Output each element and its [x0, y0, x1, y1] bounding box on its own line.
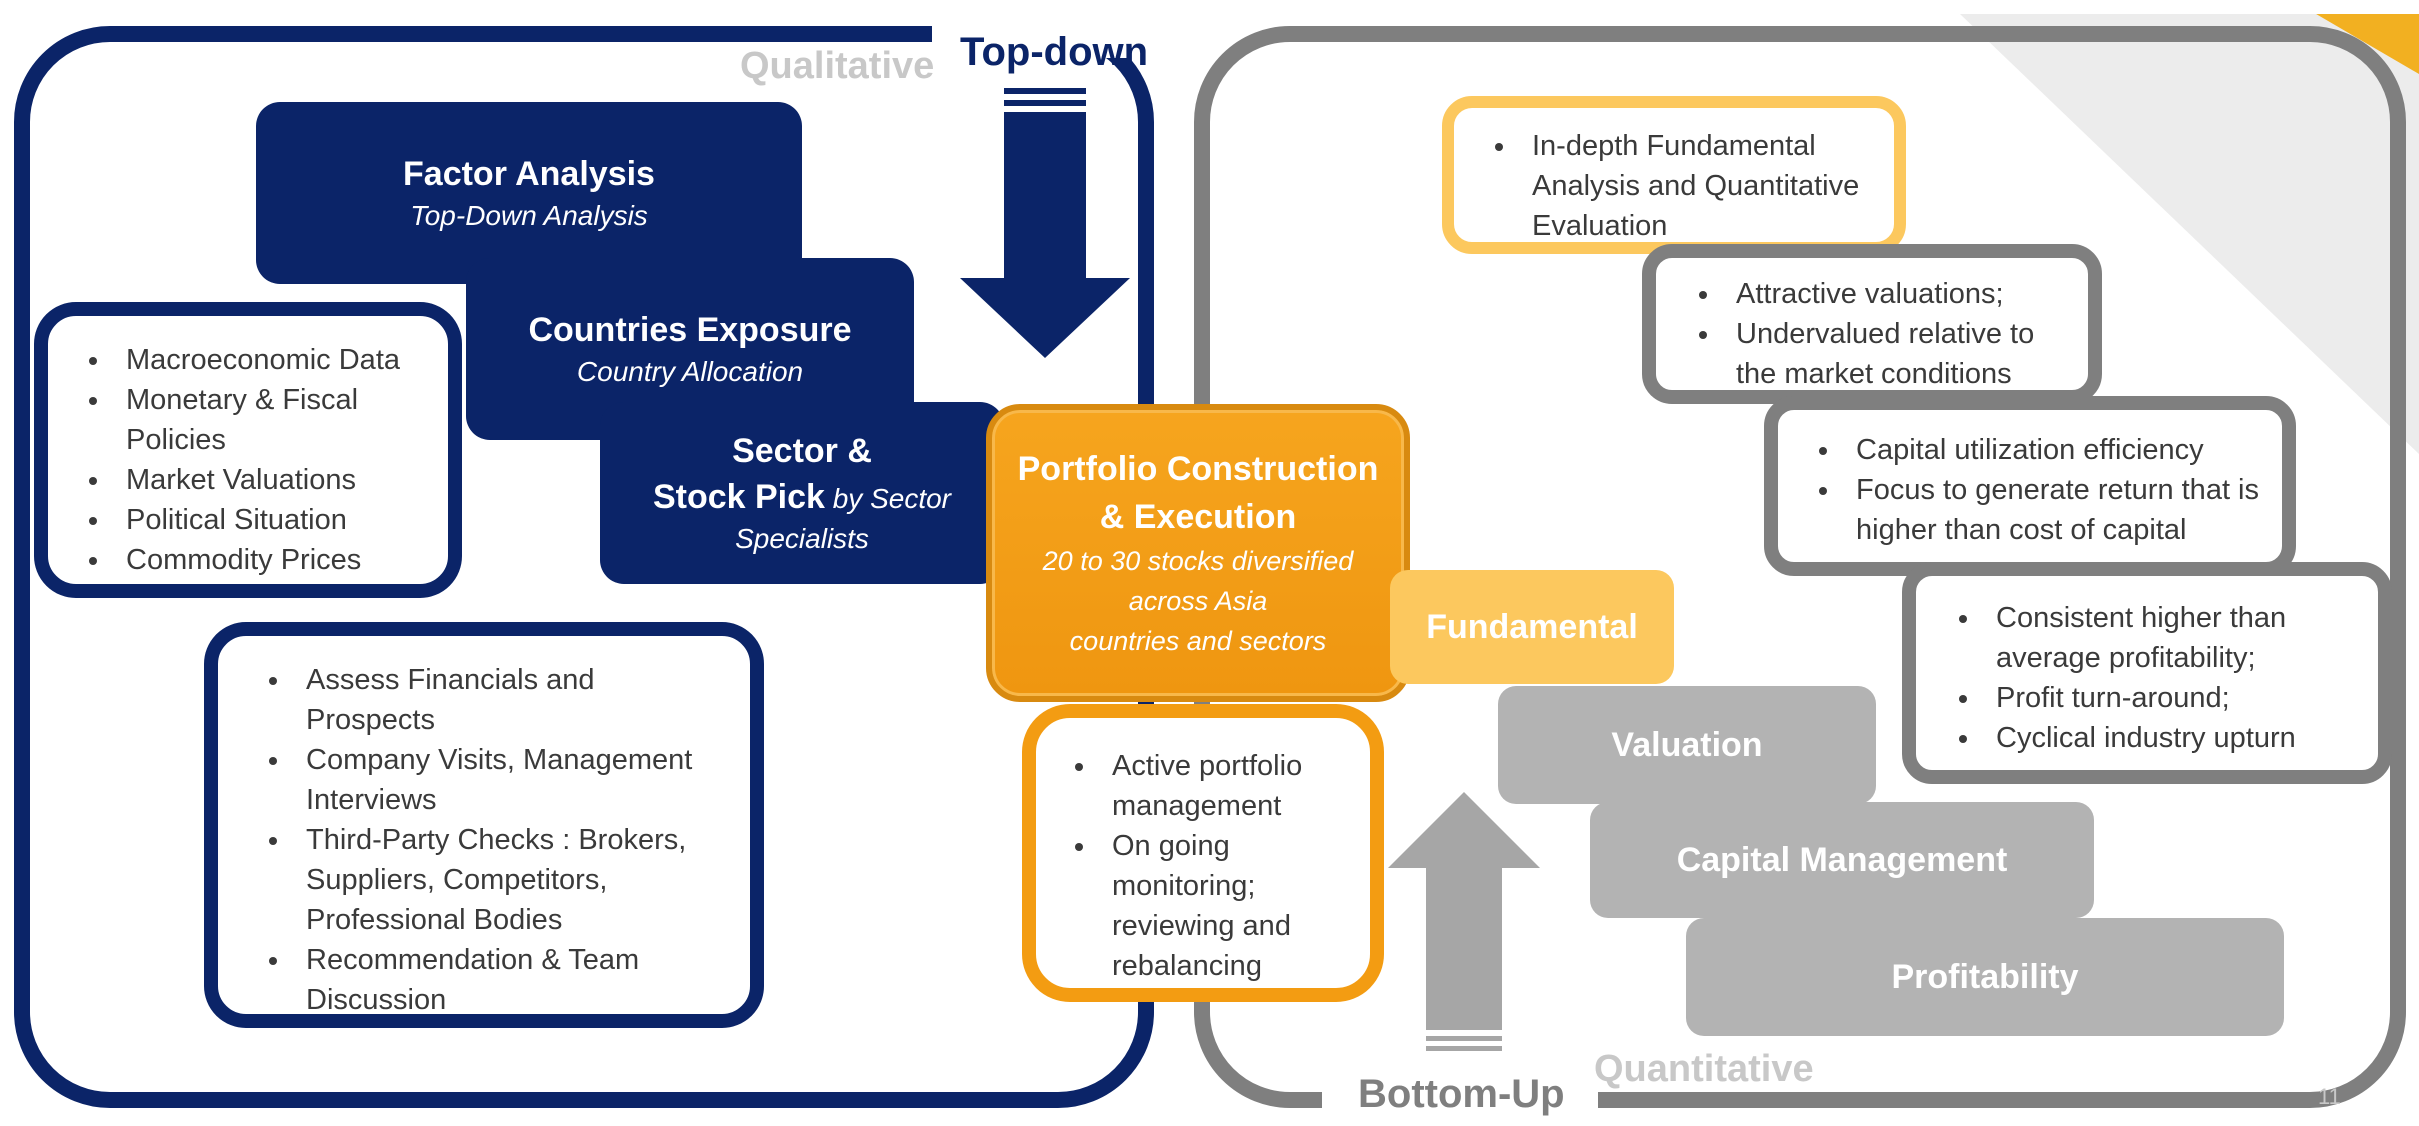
profitability-criteria-list: Consistent higher than average profitabi… [1952, 598, 2368, 758]
valuation-criteria-list: Attractive valuations; Undervalued relat… [1692, 274, 2078, 394]
valuation-criteria-box: Attractive valuations; Undervalued relat… [1642, 244, 2102, 404]
company-research-list: Assess Financials and Prospects Company … [262, 660, 734, 1020]
list-item: On going monitoring; reviewing and rebal… [1098, 826, 1312, 986]
portfolio-subtitle-line1: 20 to 30 stocks diversified [1042, 546, 1354, 576]
factor-analysis-subtitle: Top-Down Analysis [410, 200, 648, 231]
top-down-label: Top-down [960, 30, 1149, 74]
list-item: Monetary & Fiscal Policies [112, 380, 406, 460]
qualitative-label: Qualitative [740, 45, 935, 87]
factor-analysis-box: Factor Analysis Top-Down Analysis [256, 102, 802, 284]
list-item: Undervalued relative to the market condi… [1722, 314, 2066, 394]
frame-gap-top [932, 14, 1152, 58]
portfolio-management-box: Active portfolio management On going mon… [1022, 704, 1384, 1002]
list-item: Capital utilization efficiency [1842, 430, 2272, 470]
list-item: Active portfolio management [1098, 746, 1332, 826]
list-item: Political Situation [112, 500, 438, 540]
portfolio-management-list: Active portfolio management On going mon… [1068, 746, 1360, 986]
countries-exposure-title: Countries Exposure [528, 311, 852, 349]
capital-management-box: Capital Management [1590, 802, 2094, 918]
list-item: Attractive valuations; [1722, 274, 2078, 314]
list-item: Focus to generate return that is higher … [1842, 470, 2286, 550]
portfolio-title-line1: Portfolio Construction [1017, 450, 1379, 488]
capital-criteria-list: Capital utilization efficiency Focus to … [1812, 430, 2272, 550]
list-item: Recommendation & Team Discussion [292, 940, 726, 1020]
bottom-up-label: Bottom-Up [1358, 1072, 1565, 1116]
portfolio-construction-box: Portfolio Construction & Execution 20 to… [986, 404, 1410, 702]
macro-factors-list: Macroeconomic Data Monetary & Fiscal Pol… [82, 340, 438, 580]
stock-pick-subtitle: by Sector [824, 483, 952, 514]
factor-analysis-title: Factor Analysis [403, 155, 655, 193]
frame-gap-bottom [1322, 1080, 1598, 1120]
page-number: 11 [2318, 1084, 2341, 1109]
profitability-criteria-box: Consistent higher than average profitabi… [1902, 562, 2392, 784]
sector-stock-pick-box: Sector & Stock Pick by Sector Specialist… [600, 402, 1004, 584]
list-item: Commodity Prices [112, 540, 438, 580]
portfolio-subtitle-line3: countries and sectors [1069, 626, 1327, 656]
fundamental-box: Fundamental [1390, 570, 1674, 684]
list-item: Market Valuations [112, 460, 438, 500]
fundamental-analysis-list: In-depth Fundamental Analysis and Quanti… [1488, 126, 1884, 246]
stock-pick-title: Stock Pick [652, 478, 825, 516]
sector-stock-title: Sector & [732, 432, 872, 470]
fundamental-analysis-box: In-depth Fundamental Analysis and Quanti… [1442, 96, 1906, 254]
list-item: In-depth Fundamental Analysis and Quanti… [1518, 126, 1872, 246]
profitability-box: Profitability [1686, 918, 2284, 1036]
macro-factors-box: Macroeconomic Data Monetary & Fiscal Pol… [34, 302, 462, 598]
quantitative-label: Quantitative [1594, 1048, 1814, 1090]
valuation-box: Valuation [1498, 686, 1876, 804]
list-item: Company Visits, Management Interviews [292, 740, 734, 820]
stock-pick-subtitle-line: Specialists [735, 523, 869, 554]
capital-criteria-box: Capital utilization efficiency Focus to … [1764, 396, 2296, 576]
list-item: Consistent higher than average profitabi… [1982, 598, 2326, 678]
list-item: Cyclical industry upturn [1982, 718, 2368, 758]
down-arrow-icon [960, 88, 1130, 358]
countries-exposure-subtitle: Country Allocation [576, 356, 804, 387]
list-item: Third-Party Checks : Brokers, Suppliers,… [292, 820, 726, 940]
list-item: Assess Financials and Prospects [292, 660, 646, 740]
up-arrow-icon [1388, 792, 1540, 1051]
list-item: Macroeconomic Data [112, 340, 438, 380]
portfolio-subtitle-line2: across Asia [1128, 586, 1268, 616]
company-research-box: Assess Financials and Prospects Company … [204, 622, 764, 1028]
portfolio-title-line2: & Execution [1099, 498, 1297, 536]
list-item: Profit turn-around; [1982, 678, 2368, 718]
